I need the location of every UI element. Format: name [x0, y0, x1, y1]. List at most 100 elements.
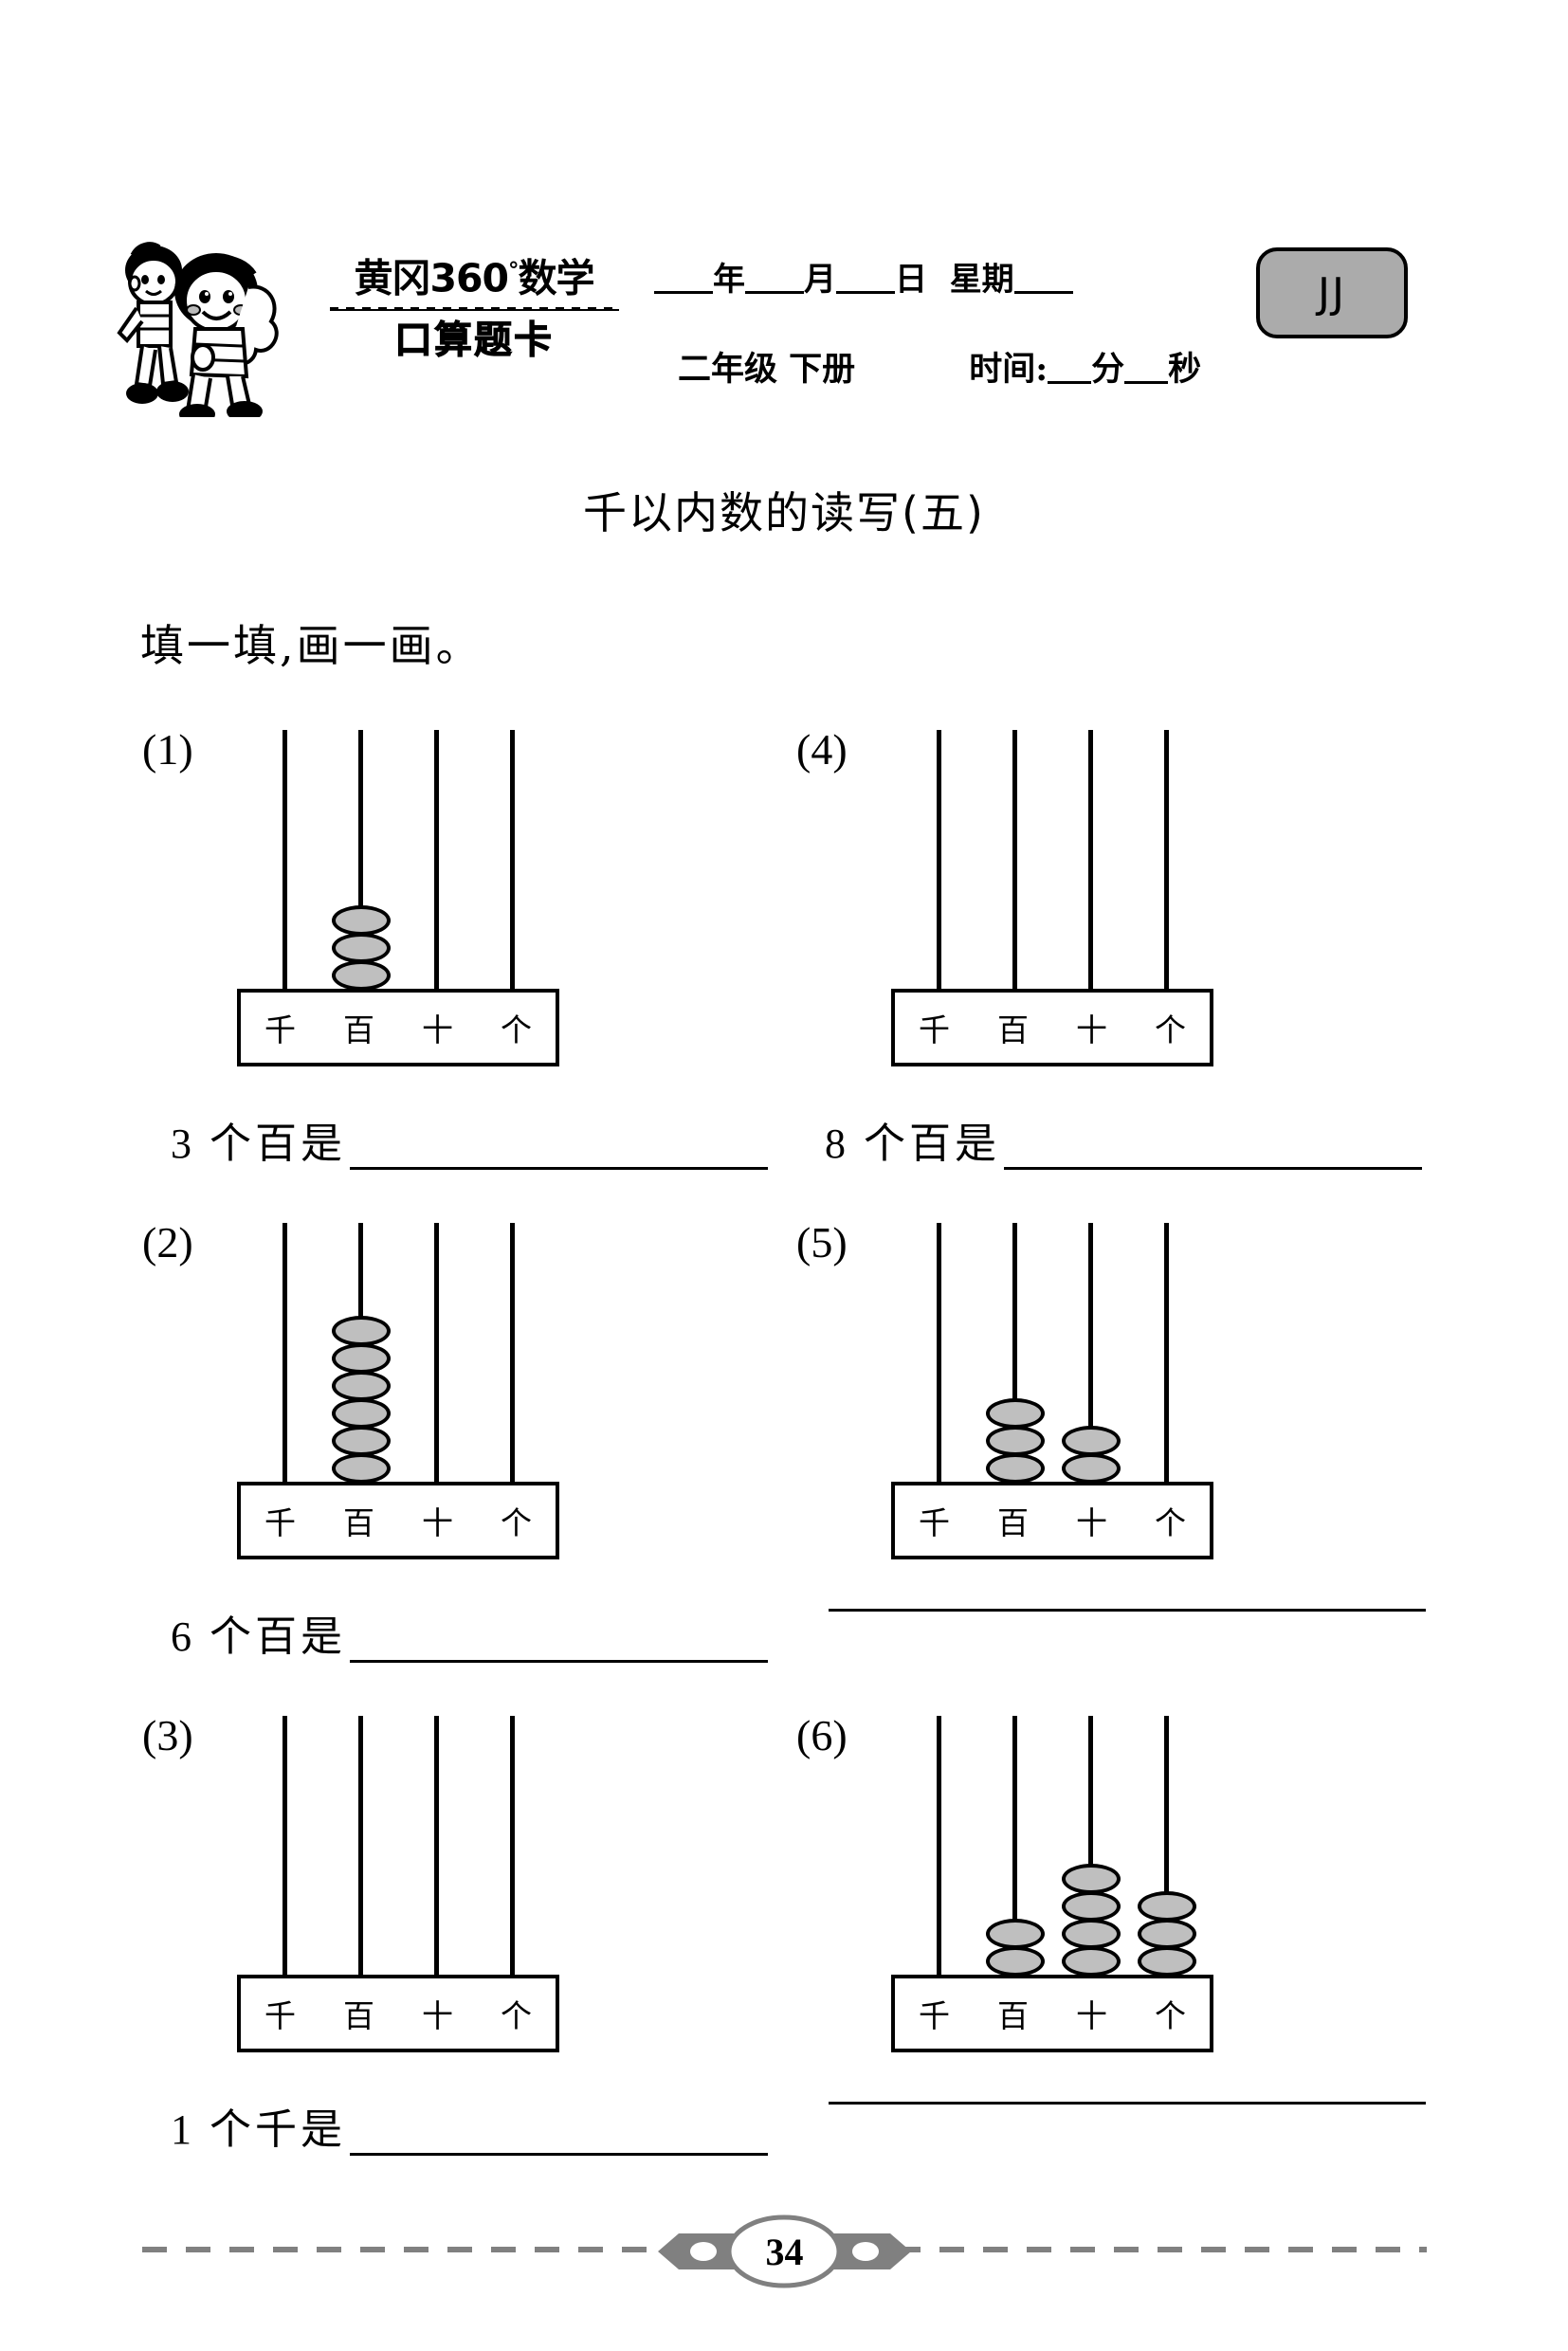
rod-ones	[510, 1223, 515, 1484]
day-blank[interactable]	[836, 265, 895, 294]
beads-ones[interactable]	[1133, 1891, 1201, 1977]
brand-block: 黄冈360°数学 口算题卡	[318, 249, 630, 366]
answer-prompt: 6 个百是	[171, 1613, 346, 1660]
abacus[interactable]: 千 百 十 个	[237, 1716, 559, 2052]
problem-number: (4)	[796, 725, 848, 774]
place-label-thousands: 千	[264, 1504, 296, 1541]
beads-tens[interactable]	[1057, 1864, 1125, 1977]
abacus-rods	[237, 1223, 559, 1484]
place-label-thousands: 千	[919, 1997, 950, 2034]
place-label-hundreds: 百	[343, 1997, 374, 2034]
answer-blank[interactable]	[350, 1160, 768, 1170]
abacus-bead[interactable]	[986, 1453, 1045, 1484]
footer-dashed-line-right	[896, 2247, 1427, 2252]
footer-dashed-line-left	[142, 2247, 673, 2252]
month-label: 月	[804, 261, 836, 299]
month-blank[interactable]	[745, 265, 804, 294]
rod-thousands	[937, 1223, 941, 1484]
abacus-bead[interactable]	[986, 1398, 1045, 1429]
abacus-bead[interactable]	[332, 1371, 391, 1401]
place-label-ones: 个	[501, 1504, 532, 1541]
abacus[interactable]: 千 百 十 个	[237, 1223, 559, 1559]
abacus-bead[interactable]	[332, 1316, 391, 1346]
abacus-rods	[891, 730, 1213, 991]
place-label-thousands: 千	[919, 1011, 950, 1048]
rod-ones	[1164, 730, 1169, 991]
abacus-bead[interactable]	[1062, 1453, 1121, 1484]
place-label-thousands: 千	[264, 1997, 296, 2034]
problem-3: (3) 千 百 十 个	[142, 1711, 806, 2218]
abacus-bead[interactable]	[1062, 1426, 1121, 1456]
abacus-bead[interactable]	[1138, 1946, 1196, 1977]
answer-blank[interactable]	[829, 2095, 1426, 2105]
place-label-thousands: 千	[264, 1011, 296, 1048]
place-label-tens: 十	[1076, 1011, 1107, 1048]
weekday-label: 星期	[949, 261, 1014, 299]
abacus-bead[interactable]	[332, 1343, 391, 1374]
abacus-bead[interactable]	[1138, 1891, 1196, 1922]
beads-hundreds[interactable]	[327, 1316, 395, 1484]
abacus-bead[interactable]	[1138, 1919, 1196, 1949]
answer-prompt: 3 个百是	[171, 1121, 346, 1167]
abacus-bead[interactable]	[332, 1426, 391, 1456]
year-label: 年	[713, 261, 745, 299]
jj-badge: JJ	[1256, 247, 1408, 338]
problem-number: (6)	[796, 1711, 848, 1759]
brand-subtitle: 口算题卡	[394, 318, 554, 362]
page-footer: 34	[0, 2197, 1568, 2302]
answer-line: 1 个千是	[171, 2095, 768, 2156]
abacus-bead[interactable]	[986, 1946, 1045, 1977]
abacus-bead[interactable]	[1062, 1864, 1121, 1894]
answer-blank[interactable]	[350, 1653, 768, 1663]
seconds-blank[interactable]	[1124, 359, 1169, 384]
abacus[interactable]: 千 百 十 个	[891, 730, 1213, 1066]
place-label-hundreds: 百	[997, 1504, 1029, 1541]
weekday-blank[interactable]	[1013, 265, 1073, 294]
abacus-bead[interactable]	[1062, 1891, 1121, 1922]
answer-blank[interactable]	[829, 1602, 1426, 1612]
problem-1: (1) 千 百 十 个	[142, 725, 806, 1232]
abacus[interactable]: 千 百 十 个	[891, 1716, 1213, 2052]
abacus-bead[interactable]	[332, 933, 391, 963]
abacus[interactable]: 千 百 十 个	[891, 1223, 1213, 1559]
rod-hundreds	[1012, 1716, 1017, 1977]
abacus[interactable]: 千 百 十 个	[237, 730, 559, 1066]
rod-ones	[1164, 1223, 1169, 1484]
date-line: 年月日 星期	[654, 255, 1073, 304]
beads-tens[interactable]	[1057, 1426, 1125, 1484]
year-blank[interactable]	[654, 265, 713, 294]
abacus-bead[interactable]	[986, 1919, 1045, 1949]
minutes-blank[interactable]	[1048, 359, 1092, 384]
abacus-bead[interactable]	[986, 1426, 1045, 1456]
answer-line	[825, 2095, 1426, 2105]
instruction-text: 填一填,画一画。	[140, 620, 483, 671]
beads-hundreds[interactable]	[327, 905, 395, 991]
minute-unit-label: 分	[1091, 350, 1125, 389]
abacus-bead[interactable]	[332, 905, 391, 936]
place-label-hundreds: 百	[997, 1011, 1029, 1048]
abacus-bead[interactable]	[332, 1453, 391, 1484]
abacus-bead[interactable]	[332, 960, 391, 991]
abacus-rods	[237, 730, 559, 991]
rod-thousands	[283, 1223, 287, 1484]
beads-hundreds[interactable]	[981, 1398, 1049, 1484]
answer-blank[interactable]	[350, 2146, 768, 2156]
problem-2: (2) 千 百 十 个	[142, 1218, 806, 1725]
answer-blank[interactable]	[1004, 1160, 1422, 1170]
problem-number: (2)	[142, 1218, 193, 1267]
abacus-bead[interactable]	[1062, 1946, 1121, 1977]
rod-hundreds	[1012, 1223, 1017, 1484]
problem-number: (1)	[142, 725, 193, 774]
rod-thousands	[283, 1716, 287, 1977]
problem-4: (4) 千 百 十 个	[796, 725, 1460, 1232]
abacus-bead[interactable]	[332, 1398, 391, 1429]
jj-badge-label: JJ	[1318, 268, 1346, 318]
brand-title-main: 黄冈360	[354, 255, 509, 301]
abacus-bead[interactable]	[1062, 1919, 1121, 1949]
beads-hundreds[interactable]	[981, 1919, 1049, 1977]
second-unit-label: 秒	[1168, 350, 1202, 389]
grade-label: 二年级 下册	[678, 350, 856, 389]
abacus-base: 千 百 十 个	[891, 1975, 1213, 2052]
answer-line	[825, 1602, 1426, 1612]
